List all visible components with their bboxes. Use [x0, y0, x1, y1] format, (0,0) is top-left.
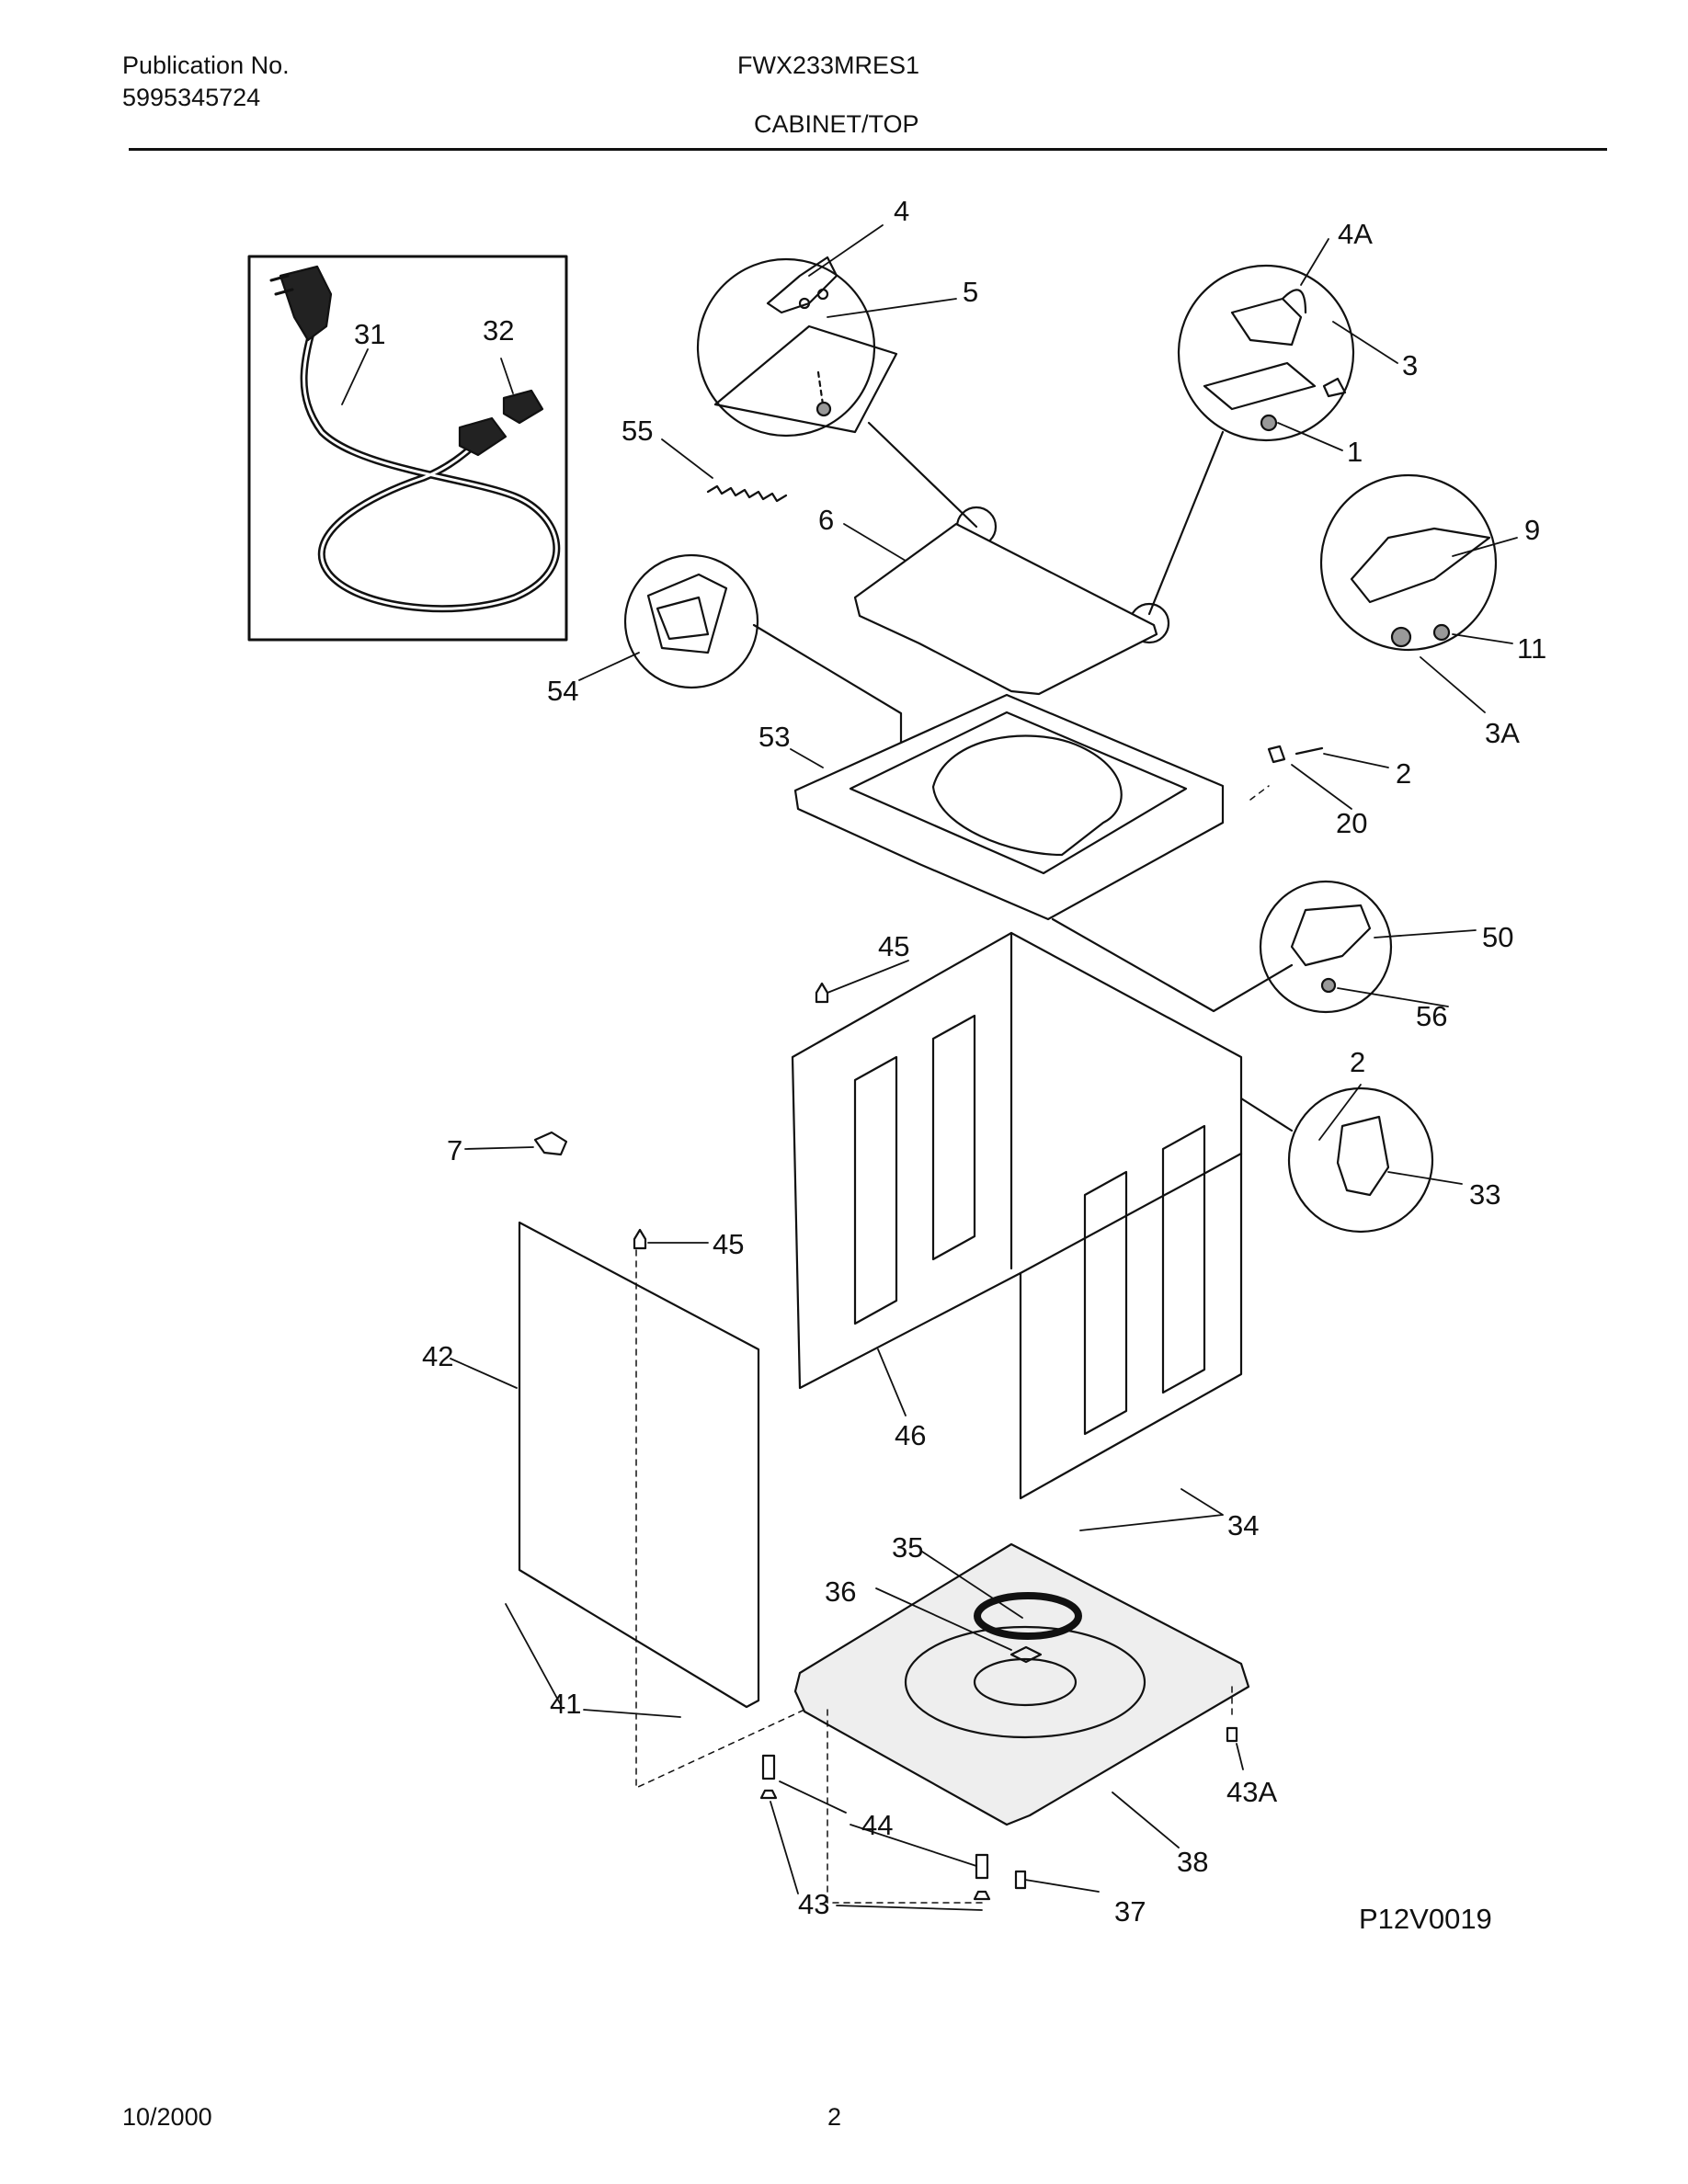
part-label: 37 — [1114, 1895, 1146, 1928]
part-label: 32 — [483, 314, 514, 347]
part-label: 43A — [1226, 1776, 1277, 1808]
publication-label: Publication No. — [122, 51, 290, 79]
switch-detail-circle — [1259, 880, 1393, 1014]
part-labels: 4 5 4A 3 1 31 32 55 6 9 11 3A 54 53 2 20… — [354, 195, 1546, 1928]
part-label: 38 — [1177, 1846, 1208, 1878]
part-label: 33 — [1469, 1178, 1500, 1211]
leader-line — [1239, 1097, 1294, 1132]
part-label: 46 — [895, 1419, 926, 1451]
lid-switch-detail-circle — [1319, 473, 1498, 652]
part-label: 41 — [550, 1688, 581, 1720]
part-label: 55 — [622, 415, 653, 447]
part-label: 45 — [878, 930, 909, 962]
bracket-detail-circle — [1287, 1086, 1434, 1234]
part-label: 5 — [963, 276, 978, 308]
bumper-detail-circle — [623, 553, 759, 689]
model-number: FWX233MRES1 — [737, 51, 920, 79]
publication-number: 5995345724 — [122, 84, 261, 111]
part-label: 54 — [547, 675, 578, 707]
part-label: 1 — [1347, 436, 1363, 468]
power-cord-inset — [247, 255, 568, 642]
part-label: 9 — [1524, 514, 1540, 546]
part-label: 45 — [713, 1228, 744, 1260]
section-title: CABINET/TOP — [754, 110, 919, 138]
cabinet-part — [791, 931, 1243, 1500]
hinge-detail-circle-right — [1177, 264, 1355, 442]
part-label: 56 — [1416, 1000, 1447, 1032]
part-label: 3 — [1402, 349, 1418, 381]
hinge-detail-circle-left — [696, 256, 898, 438]
diagram-code: P12V0019 — [1359, 1903, 1492, 1935]
lid-part — [853, 522, 1158, 696]
part-label: 36 — [825, 1575, 856, 1608]
front-panel-part — [518, 1221, 760, 1709]
part-label: 4A — [1338, 218, 1373, 250]
part-label: 53 — [758, 721, 790, 753]
part-label: 6 — [818, 504, 834, 536]
part-label: 11 — [1517, 632, 1546, 665]
part-label: 34 — [1227, 1509, 1259, 1541]
part-label: 7 — [447, 1134, 462, 1166]
page-number: 2 — [827, 2103, 842, 2131]
tub-ring-part — [974, 1592, 1082, 1640]
footer-date: 10/2000 — [122, 2103, 212, 2131]
leader-line — [1051, 917, 1294, 1013]
part-label: 2 — [1350, 1046, 1365, 1078]
spring-part — [706, 484, 788, 503]
part-label: 42 — [422, 1340, 453, 1372]
top-cover-part — [793, 693, 1225, 921]
part-label: 50 — [1482, 921, 1513, 953]
base-part — [793, 1542, 1250, 1826]
part-label: 3A — [1485, 717, 1520, 749]
leader-line — [1147, 430, 1225, 616]
part-label: 4 — [894, 195, 909, 227]
part-label: 35 — [892, 1531, 923, 1564]
leader-line — [867, 421, 978, 529]
part-label: 43 — [798, 1888, 829, 1920]
part-label: 44 — [861, 1809, 893, 1841]
header-rule — [129, 148, 1607, 151]
part-label: 20 — [1336, 807, 1367, 839]
part-label: 2 — [1396, 757, 1411, 790]
part-label: 31 — [354, 318, 385, 350]
